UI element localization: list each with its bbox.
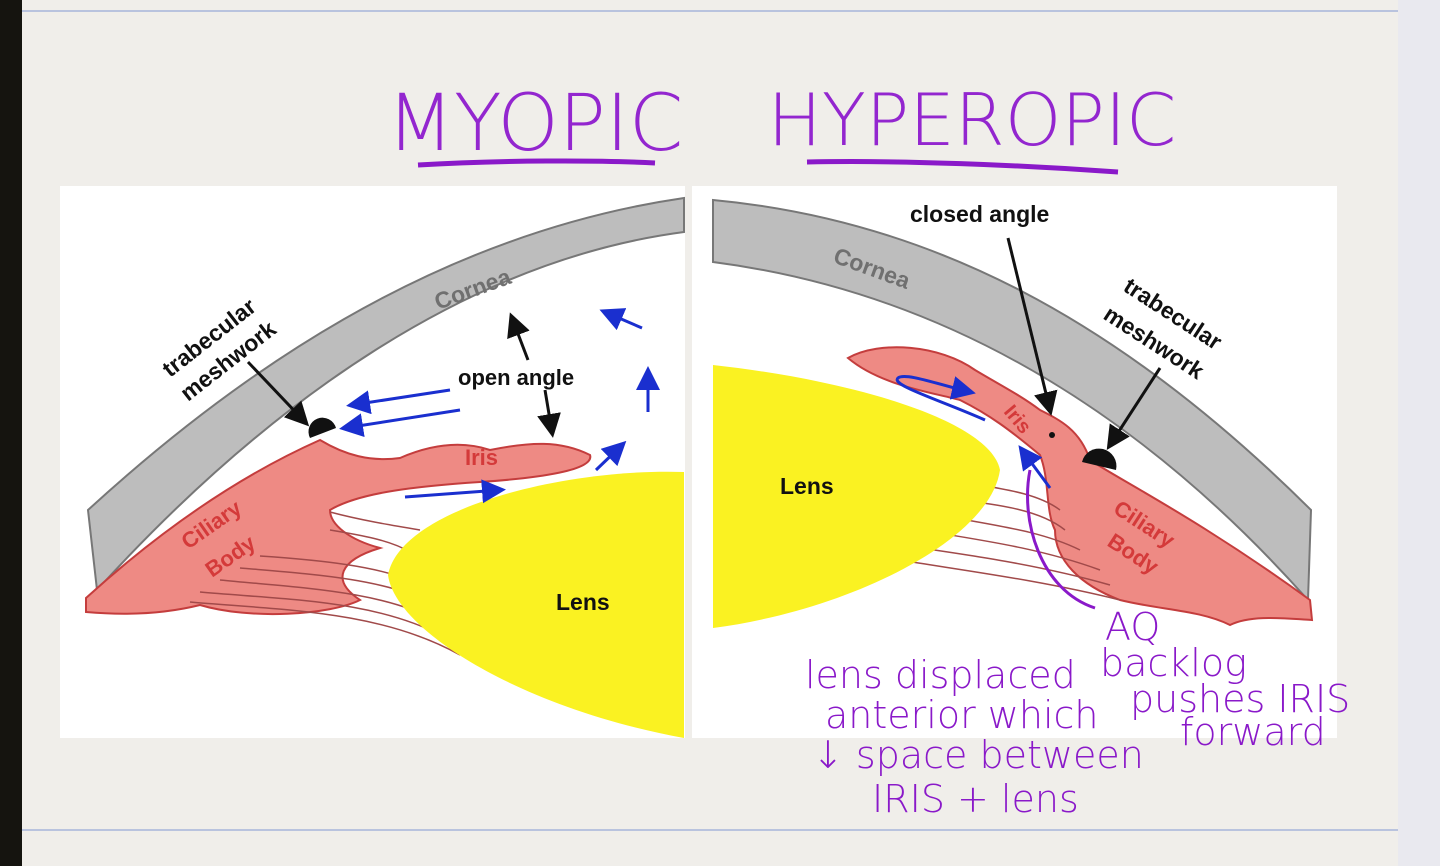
myopic-iris-label: Iris [465,445,498,470]
hyperopic-angle-point [1049,432,1055,438]
aq-note-line3: pushes IRIS [1130,677,1350,721]
lens-note: lens displaced anterior which ↓ space be… [805,653,1144,821]
hyperopic-closed-angle-label: closed angle [910,201,1049,227]
lens-note-line2: anterior which [825,693,1098,737]
top-divider [22,10,1398,12]
myopic-lens-label: Lens [556,589,610,615]
title-hyperopic-underline [806,159,1119,175]
myopic-flow-arrows [339,308,660,504]
title-myopic: MYOPIC [387,79,684,169]
myopic-trabecular-meshwork [308,417,336,438]
myopic-black-arrows [246,312,561,438]
left-margin-bar [0,0,22,866]
bottom-divider [22,829,1398,831]
lens-note-line1: lens displaced [805,653,1076,697]
hyperopic-lens-label: Lens [780,473,834,499]
myopic-open-angle-label: open angle [458,365,574,390]
title-hyperopic: HYPEROPIC [768,78,1177,162]
right-scroll-strip [1398,0,1440,866]
aq-note-line1: AQ [1105,605,1160,649]
myopic-cornea [86,196,685,593]
lens-note-line4: IRIS + lens [872,777,1079,821]
myopic-lens [388,471,684,738]
aq-note: AQ backlog pushes IRIS forward [1100,605,1350,754]
aq-note-line4: forward [1180,710,1326,754]
hyperopic-flow-arrows [895,375,1052,489]
lens-note-line3: ↓ space between [812,733,1144,777]
aq-note-pointer [1026,469,1096,610]
hyperopic-ciliary-iris [846,346,1314,627]
aq-note-line2: backlog [1100,641,1247,685]
hyperopic-black-arrows [1006,237,1162,451]
hyperopic-lens [713,365,1000,628]
hyperopic-trabecular-meshwork [1082,448,1117,470]
title-myopic-underline [417,158,656,168]
